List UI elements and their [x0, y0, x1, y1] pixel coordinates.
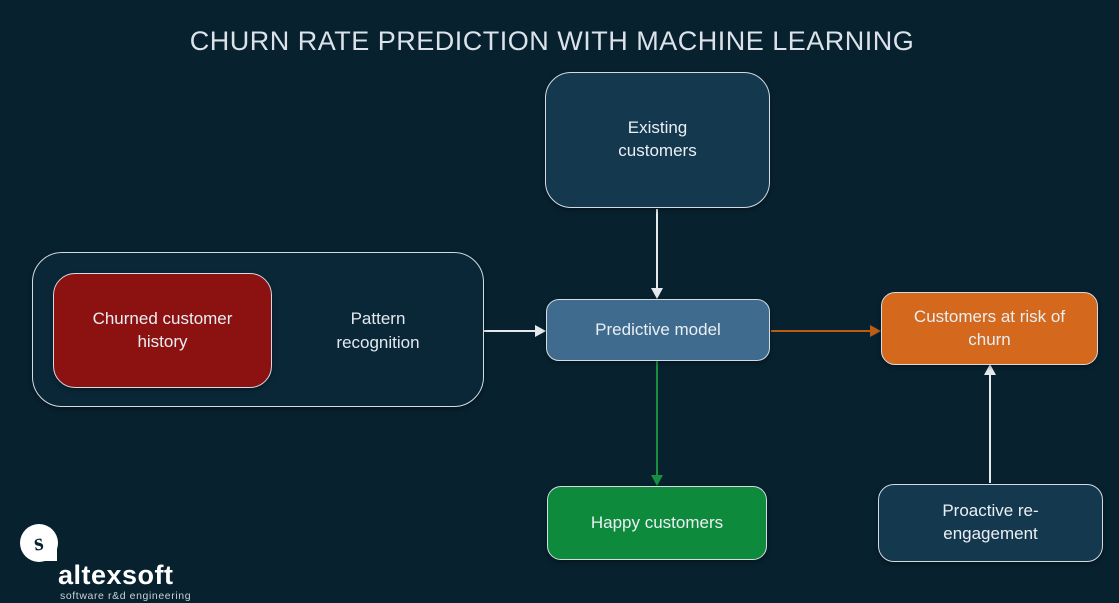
logo-tagline: software r&d engineering	[60, 590, 192, 602]
node-label: Happy customers	[590, 512, 724, 532]
edge-existing-to-predictive	[651, 209, 663, 299]
edge-pattern-to-predictive	[484, 325, 546, 337]
node-label: Existing customers	[618, 118, 697, 160]
node-happy-customers: Happy customers	[547, 486, 767, 560]
node-label: Customers at risk of churn	[913, 306, 1066, 349]
edge-predictive-to-happy	[651, 361, 663, 486]
node-label: Predictive model	[595, 319, 721, 339]
node-existing-customers: Existing customers	[545, 72, 770, 208]
node-label: Churned customer history	[92, 308, 233, 351]
edge-proactive-to-risk	[984, 364, 996, 483]
node-proactive-reengagement: Proactive re-engagement	[878, 484, 1103, 562]
node-churned-customer-history: Churned customer history	[53, 273, 272, 388]
node-predictive-model: Predictive model	[546, 299, 770, 361]
altexsoft-logo-icon: s	[20, 524, 58, 562]
edge-predictive-to-risk	[771, 325, 881, 337]
node-customers-at-risk: Customers at risk of churn	[881, 292, 1098, 365]
logo-wordmark: altexsoft	[58, 560, 174, 590]
diagram-title: CHURN RATE PREDICTION WITH MACHINE LEARN…	[189, 26, 915, 56]
label-pattern-recognition: Pattern recognition	[336, 309, 420, 352]
node-label: Proactive re-engagement	[942, 501, 1039, 543]
